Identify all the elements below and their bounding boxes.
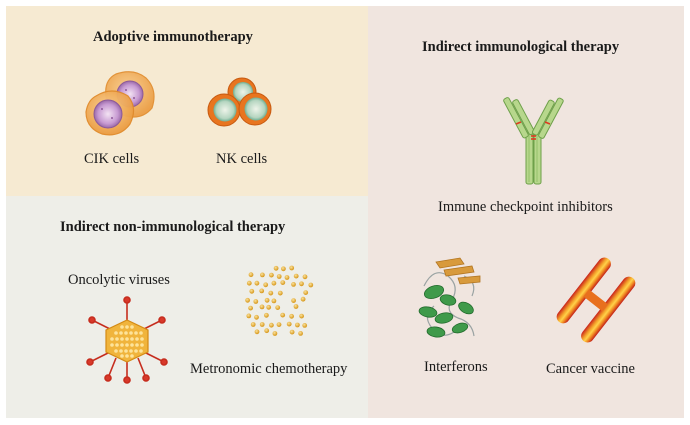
chemo-particle [250, 322, 256, 327]
chemo-particle [264, 328, 270, 334]
chemo-particle [280, 280, 286, 285]
immune-checkpoint-inhibitors-label: Immune checkpoint inhibitors [438, 199, 613, 215]
chemo-particle [293, 304, 299, 309]
indirect-non-immunological-panel [6, 196, 368, 418]
nk-cells-icon [207, 77, 272, 127]
cancer-vaccine-icon [556, 257, 636, 343]
chemo-particle [295, 322, 300, 328]
chemo-particle [259, 322, 265, 327]
chemo-particle [302, 274, 308, 280]
chemo-particle [246, 313, 252, 319]
chemo-particle [254, 280, 260, 286]
indirect-immunological-title: Indirect immunological therapy [422, 39, 620, 55]
chemo-particle [264, 312, 269, 318]
chemo-particle [271, 298, 277, 304]
chemo-particle [259, 304, 265, 310]
interferon-protein-icon [418, 257, 481, 338]
cancer-vaccine-label: Cancer vaccine [546, 361, 635, 377]
chemo-particle [289, 265, 295, 271]
chemo-particle [266, 304, 272, 310]
interferons-label: Interferons [424, 359, 488, 375]
oncolytic-viruses-label: Oncolytic viruses [68, 272, 170, 288]
chemo-particle [246, 280, 252, 286]
chemo-particle [298, 331, 303, 336]
cik-cells-icon [85, 71, 155, 136]
chemotherapy-particles-icon [245, 265, 314, 336]
chemo-particle [277, 290, 283, 296]
chemo-particle [269, 272, 274, 278]
chemo-particle [289, 313, 294, 319]
chemo-particle [299, 281, 304, 287]
chemo-particle [273, 265, 279, 271]
oncolytic-virus-icon [86, 296, 168, 384]
nk-cells-label: NK cells [216, 151, 268, 167]
chemo-particle [275, 305, 281, 310]
chemo-particle [268, 290, 274, 296]
chemo-particle [299, 313, 304, 319]
chemo-particle [253, 299, 259, 304]
chemo-particle [291, 298, 296, 303]
adoptive-immunotherapy-title: Adoptive immunotherapy [93, 29, 253, 45]
metronomic-chemotherapy-label: Metronomic chemotherapy [190, 361, 348, 377]
chemo-particle [264, 297, 270, 303]
chemo-particle [291, 282, 296, 287]
chemo-particle [300, 296, 306, 302]
chemo-particle [254, 329, 260, 335]
chemo-particle [259, 288, 265, 294]
chemo-particle [286, 321, 292, 327]
chemo-particle [245, 297, 250, 303]
chemo-particle [260, 272, 265, 278]
chemo-particle [289, 329, 295, 335]
chemo-particle [248, 272, 254, 278]
chemo-particle [280, 312, 286, 318]
chemo-particle [308, 282, 314, 288]
chemo-particle [281, 266, 286, 272]
adoptive-immunotherapy-panel [6, 6, 368, 196]
chemo-particle [269, 322, 274, 328]
chemo-particle [272, 331, 278, 336]
chemo-particle [293, 273, 299, 279]
antibody-icon [503, 97, 564, 185]
indirect-immunological-panel [368, 6, 684, 418]
chemo-particle [271, 280, 277, 286]
chemo-particle [276, 274, 282, 279]
chemo-particle [302, 323, 308, 328]
indirect-non-immunological-title: Indirect non-immunological therapy [60, 219, 286, 235]
chemo-particle [254, 314, 259, 320]
chemo-particle [263, 282, 269, 288]
chemo-particle [276, 322, 282, 327]
chemo-particle [303, 290, 309, 295]
chemo-particle [284, 275, 290, 280]
chemo-particle [248, 305, 253, 311]
cik-cells-label: CIK cells [84, 151, 140, 167]
chemo-particle [249, 288, 255, 294]
